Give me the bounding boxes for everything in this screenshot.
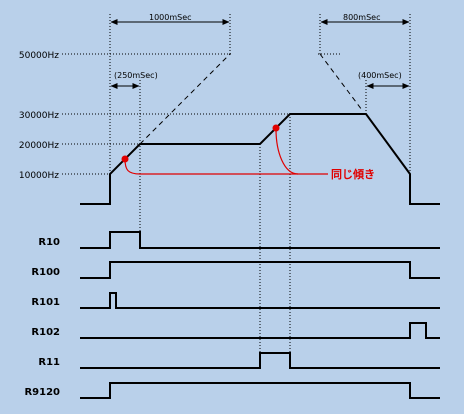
label-800msec: 800mSec	[343, 13, 380, 22]
accel-slope-extension	[139, 53, 231, 145]
slope-point-left	[121, 155, 129, 163]
signal-label-r11: R11	[38, 357, 60, 368]
signal-label-r102: R102	[31, 327, 60, 338]
signal-wave-r9120	[80, 382, 440, 399]
slope-point-right	[272, 124, 280, 132]
signal-wave-r11	[80, 352, 440, 369]
freq-label-30000: 30000Hz	[19, 111, 59, 121]
slope-pointer-left	[124, 158, 328, 175]
signal-label-r9120: R9120	[24, 387, 60, 398]
slope-pointer-right	[275, 128, 299, 175]
label-250msec: (250mSec)	[114, 71, 158, 80]
signal-wave-r10	[80, 231, 440, 249]
decel-slope-extension	[319, 53, 363, 111]
signal-label-r10: R10	[38, 237, 60, 248]
signal-wave-r100	[80, 261, 440, 279]
signal-label-r101: R101	[31, 297, 60, 308]
freq-label-20000: 20000Hz	[19, 141, 59, 151]
label-400msec: (400mSec)	[358, 71, 402, 80]
freq-label-50000: 50000Hz	[19, 51, 59, 61]
signal-label-r100: R100	[31, 267, 60, 278]
signal-wave-r102	[80, 322, 440, 339]
signal-wave-r101	[80, 292, 440, 309]
freq-label-10000: 10000Hz	[19, 171, 59, 181]
same-slope-label: 同じ傾き	[331, 167, 375, 181]
label-1000msec: 1000mSec	[149, 13, 192, 22]
